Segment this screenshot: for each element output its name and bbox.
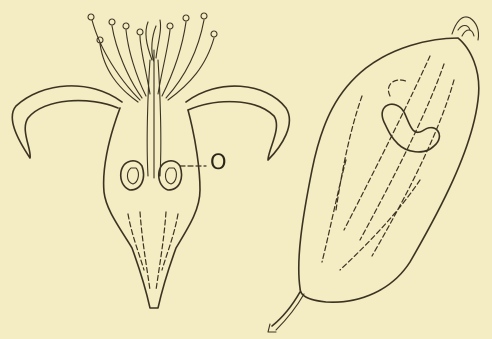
styles: [146, 20, 161, 62]
style-column-right: [158, 60, 161, 176]
floral-cup: [104, 108, 200, 308]
receptacle-shading-4: [162, 214, 178, 270]
pear-vascular-5: [322, 160, 346, 262]
ovule-label: O: [210, 152, 227, 173]
pear-outline: [299, 38, 479, 302]
ovary: [121, 161, 182, 190]
sepal-left: [12, 86, 122, 158]
receptacle-shading-2: [156, 212, 166, 290]
style-column-left: [147, 60, 150, 176]
pear-vascular-1: [344, 56, 430, 230]
pear-vascular-6: [340, 180, 420, 270]
pear-calyx: [452, 17, 479, 40]
pear-vascular-3: [372, 80, 454, 256]
sepal-right: [186, 86, 289, 160]
pear-fruit: [268, 17, 479, 332]
pear-stalk: [272, 292, 300, 326]
pear-vascular-7: [388, 80, 408, 96]
flower-section: [12, 13, 289, 308]
pear-vascular-2: [360, 64, 444, 240]
pear-vascular-4: [336, 96, 362, 210]
pear-core: [382, 104, 439, 152]
